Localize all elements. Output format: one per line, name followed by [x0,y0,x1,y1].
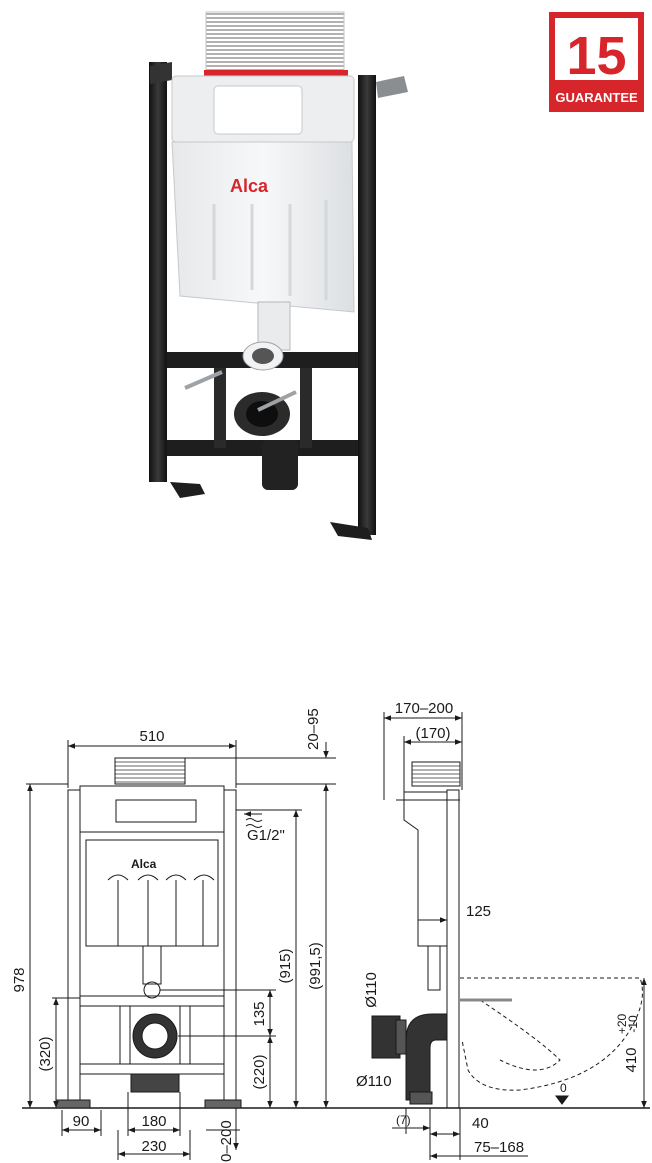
badge-number-panel [555,18,638,80]
label-7: (7) [396,1113,411,1127]
drain-outlet-hole [246,401,278,427]
front-view-drawing [22,740,650,1160]
front-post-right [223,789,237,1109]
frame-foot-right [330,522,372,540]
frame-strut-left [214,368,226,448]
front-tank-arches [107,874,215,881]
frame-post-right [358,75,376,535]
label-170: (170) [415,725,450,742]
side-view-drawing [371,712,647,1160]
side-pipe-flange [395,1019,407,1055]
guarantee-badge: 15 GUARANTEE [549,12,644,112]
front-grille [114,757,186,785]
front-drain-inner [141,1022,169,1050]
label-125: 125 [466,903,491,920]
frame-bracket-right [376,76,408,98]
service-box-grille [205,11,345,75]
front-post-left [67,789,81,1109]
frame-foot-left [170,482,205,498]
front-top-plate [79,785,225,833]
front-tank [85,839,219,947]
label-75-168: 75–168 [474,1139,524,1156]
label-978: 978 [11,967,28,992]
frame-post-left [149,62,167,482]
side-view-labels: 170–200 (170) 125 Ø110 Ø110 0 410 +20 -1… [131,700,640,1156]
label-230: 230 [141,1138,166,1155]
badge-label: GUARANTEE [555,90,638,105]
badge-number: 15 [566,26,626,86]
label-pipe-upper: Ø110 [363,972,380,1008]
label-20-95: 20–95 [305,708,322,750]
side-post [446,789,460,1109]
side-grille [411,761,461,787]
side-flush-pipe [427,946,441,991]
front-foot-right [204,1099,242,1109]
label-991: (991,5) [307,942,324,990]
label-zero: 0 [560,1081,567,1095]
drain-pipe [262,440,298,490]
side-drain-foot [409,1091,433,1105]
label-410-minus: -10 [626,1015,640,1033]
side-bowl-inner [479,999,561,1071]
tank-ribs [212,200,328,300]
inlet-waves-icon [245,818,263,828]
front-foot-left [55,1099,91,1109]
label-pipe-lower: Ø110 [356,1073,392,1090]
side-drain-elbow [405,1013,448,1101]
brand-logo: Alca [230,176,269,196]
label-915: (915) [277,948,294,983]
frame-strut-right [300,368,312,448]
service-box-seal [204,70,348,78]
zero-mark-icon [555,1095,569,1105]
tank-opening [213,85,303,135]
front-strut-right [179,1005,191,1065]
front-drain-pipe [130,1073,180,1093]
front-brand-logo: Alca [131,857,157,871]
label-40: 40 [472,1115,489,1132]
label-180: 180 [141,1113,166,1130]
label-220: (220) [251,1054,268,1089]
label-135: 135 [251,1001,268,1026]
side-tank [403,791,448,947]
mounting-bolt-left [184,370,223,390]
label-0-200: 0–200 [218,1120,235,1162]
front-rail-upper [79,995,225,1007]
product-illustration: Alca [149,11,408,540]
label-410-plus: +20 [615,1013,629,1034]
mounting-bolt-right [257,390,297,412]
front-strut-left [119,1005,131,1065]
front-opening [115,799,197,823]
label-320: (320) [37,1036,54,1071]
front-flush-pipe [142,945,162,985]
front-tank-ribs [117,880,204,946]
front-view-labels: 510 20–95 G1/2" 978 (991,5) (915) (320) … [11,708,324,1162]
label-inlet: G1/2" [247,827,285,844]
label-170-200: 170–200 [395,700,453,717]
frame-bracket-left [150,62,172,84]
flush-elbow-hole [252,348,274,364]
label-90: 90 [73,1113,90,1130]
label-410: 410 [623,1047,640,1072]
label-510: 510 [139,728,164,745]
front-rail-lower [79,1063,225,1075]
tank-body [171,141,355,313]
